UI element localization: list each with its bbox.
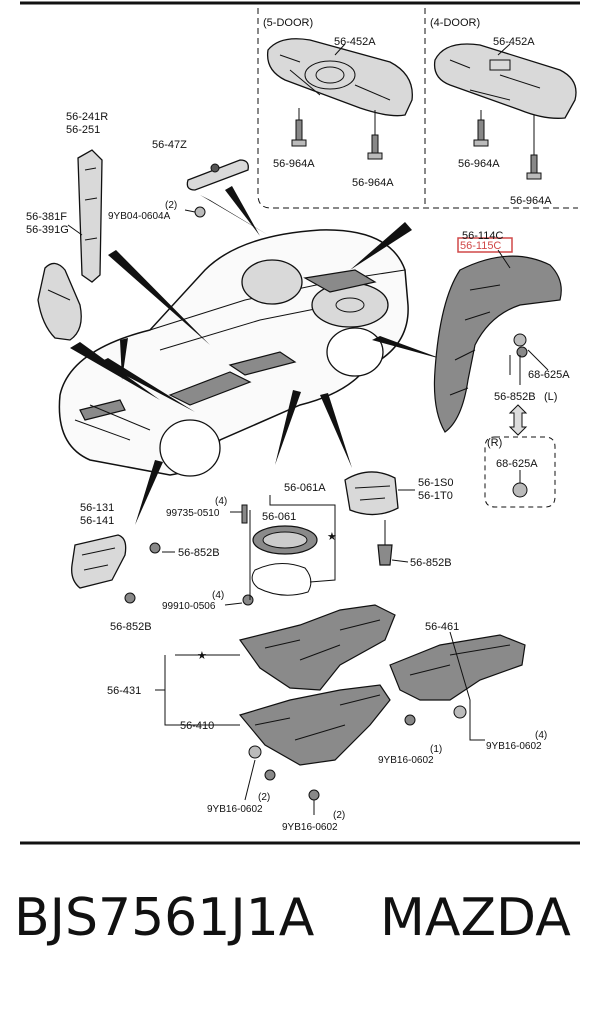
tray-5door xyxy=(266,38,413,117)
label-141: 56-141 xyxy=(80,515,114,527)
label-410: 56-410 xyxy=(180,720,214,732)
gasket-061 xyxy=(241,504,318,606)
label-461: 56-461 xyxy=(425,621,459,633)
label-625a-r: 68-625A xyxy=(496,458,538,470)
label-381f: 56-381F xyxy=(26,211,67,223)
label-391g: 56-391G xyxy=(26,224,69,236)
part-number: BJS7561J1A xyxy=(14,888,315,948)
fender-liner-115c xyxy=(433,255,562,433)
label-qty4-b: (4) xyxy=(212,590,224,601)
label-852b-c: 56-852B xyxy=(110,621,152,633)
label-9yb16-d: 9YB16-0602 xyxy=(282,822,338,833)
clip-47z xyxy=(186,159,249,218)
label-9yb16-c: 9YB16-0602 xyxy=(207,804,263,815)
label-star-431: ★ xyxy=(197,650,207,662)
label-852b-b: 56-852B xyxy=(410,557,452,569)
label-qty4-a: (4) xyxy=(215,496,227,507)
parts-diagram: (5-DOOR) (4-DOOR) 56-452A 56-452A 56-964… xyxy=(20,1,580,845)
insulator-461 xyxy=(389,634,526,726)
label-9yb16-a: 9YB16-0602 xyxy=(486,741,542,752)
label-452a-left: 56-452A xyxy=(334,36,376,48)
label-9yb04: 9YB04-0604A xyxy=(108,211,171,222)
label-852b-l: 56-852B xyxy=(494,391,536,403)
label-5door: (5-DOOR) xyxy=(263,17,313,29)
label-964a-4: 56-964A xyxy=(510,195,552,207)
label-241r: 56-241R xyxy=(66,111,108,123)
label-061: 56-061 xyxy=(262,511,296,523)
label-114c: 56-114C xyxy=(462,230,503,242)
label-452a-right: 56-452A xyxy=(493,36,535,48)
insulator-410 xyxy=(238,684,391,801)
label-47z: 56-47Z xyxy=(152,139,187,151)
pillar-trim-241r xyxy=(77,149,103,283)
updown-arrow xyxy=(508,404,528,436)
label-qty2-a: (2) xyxy=(165,200,177,211)
label-qty2-b: (2) xyxy=(258,792,270,803)
label-251: 56-251 xyxy=(66,124,100,136)
label-964a-3: 56-964A xyxy=(458,158,500,170)
bracket-131 xyxy=(71,534,161,604)
label-99735: 99735-0510 xyxy=(166,508,220,519)
label-625a-l: 68-625A xyxy=(528,369,570,381)
label-99910: 99910-0506 xyxy=(162,601,216,612)
label-star-061: ★ xyxy=(327,531,337,543)
label-852b-a: 56-852B xyxy=(178,547,220,559)
label-1s0: 56-1S0 xyxy=(418,477,453,489)
insulator-431 xyxy=(238,604,396,691)
label-side-r: (R) xyxy=(487,437,502,449)
bolt-964a xyxy=(291,119,542,180)
inset-box-r xyxy=(484,436,556,508)
label-061a: 56-061A xyxy=(284,482,326,494)
label-9yb16-b: 9YB16-0602 xyxy=(378,755,434,766)
label-964a-2: 56-964A xyxy=(352,177,394,189)
label-131: 56-131 xyxy=(80,502,114,514)
trim-381f xyxy=(37,262,82,341)
bracket-1s0 xyxy=(344,471,399,566)
label-qty1: (1) xyxy=(430,744,442,755)
label-qty2-c: (2) xyxy=(333,810,345,821)
pointer-wedges xyxy=(70,186,445,525)
label-964a-1: 56-964A xyxy=(273,158,315,170)
highlight-box xyxy=(457,237,513,253)
label-4door: (4-DOOR) xyxy=(430,17,480,29)
tray-4door xyxy=(433,43,577,119)
brand-name: MAZDA xyxy=(380,888,571,948)
label-side-l: (L) xyxy=(544,391,557,403)
label-1t0: 56-1T0 xyxy=(418,490,453,502)
car-body xyxy=(58,229,409,477)
caption: BJS7561J1A MAZDA xyxy=(0,888,600,978)
label-115c: 56-115C xyxy=(460,240,501,252)
label-431: 56-431 xyxy=(107,685,141,697)
label-qty4-c: (4) xyxy=(535,730,547,741)
